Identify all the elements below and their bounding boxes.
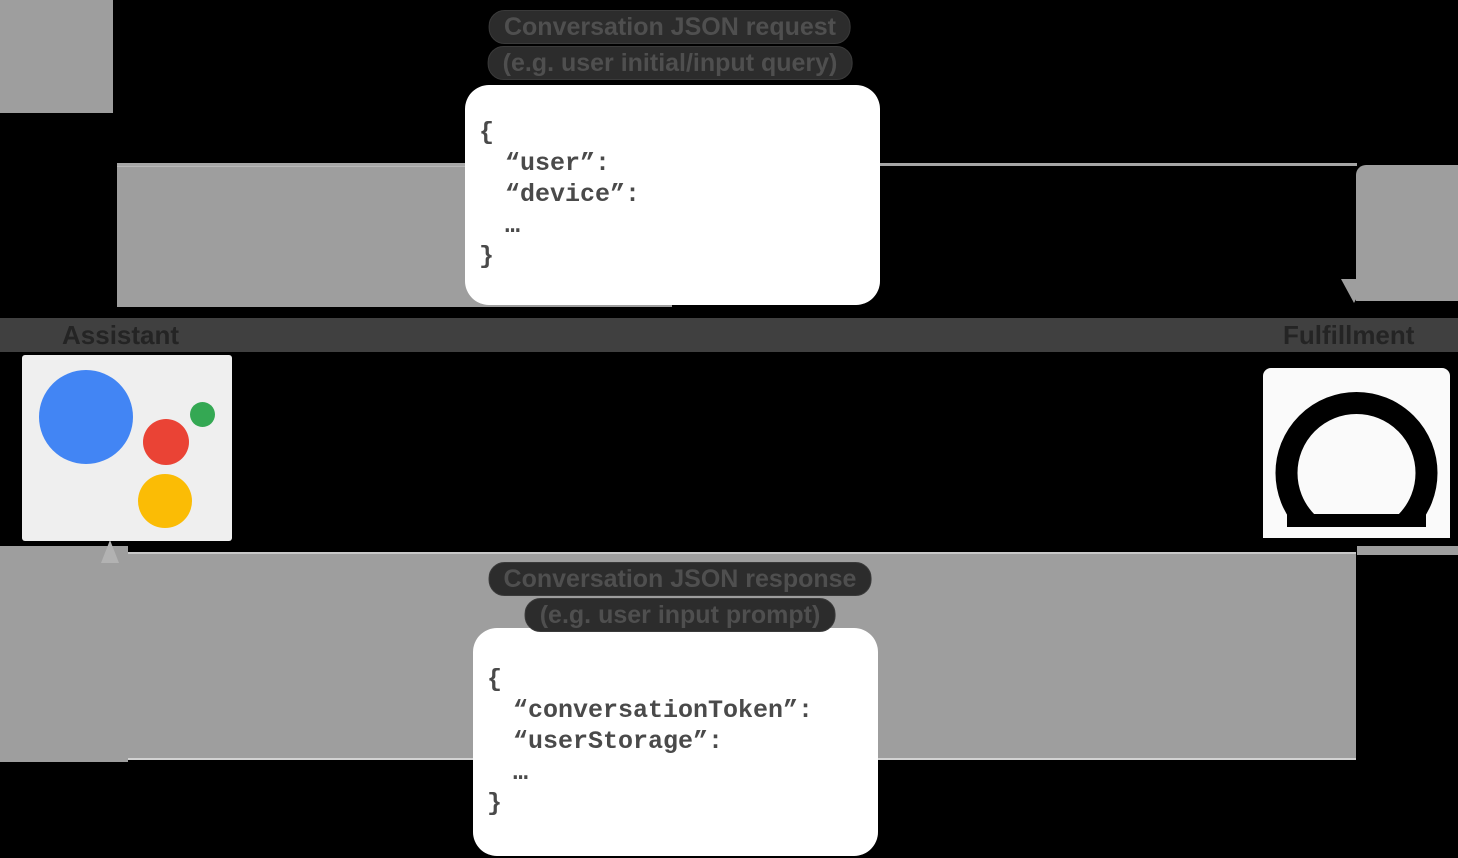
request-arrow-band-right (1356, 165, 1458, 301)
response-caption-line2: (e.g. user input prompt) (524, 598, 836, 632)
request-json-box: { “user”: “device”: … } (465, 85, 880, 305)
response-caption-line1: Conversation JSON response (488, 562, 872, 596)
code-line: { (487, 665, 503, 694)
code-line: “conversationToken”: (513, 696, 814, 725)
response-caption: Conversation JSON response (e.g. user in… (488, 560, 872, 634)
code-line: { (479, 118, 495, 147)
fulfillment-label: Fulfillment (1283, 320, 1415, 350)
code-line: } (479, 242, 495, 271)
assistant-blue-dot (39, 370, 133, 464)
fulfillment-icon-box (1263, 368, 1450, 557)
assistant-yellow-dot (138, 474, 192, 528)
code-line: } (487, 789, 503, 818)
response-arrowhead-up-icon (101, 540, 119, 563)
assistant-green-dot (190, 402, 215, 427)
code-line: “device”: (505, 180, 641, 209)
response-arrow-band-left (0, 546, 128, 762)
request-arrowhead-down-icon (1341, 279, 1367, 303)
request-caption: Conversation JSON request (e.g. user ini… (487, 8, 853, 82)
actor-label-band: Assistant Fulfillment (0, 318, 1458, 352)
code-line: … (505, 211, 521, 240)
code-line: “userStorage”: (513, 727, 724, 756)
response-json-box: { “conversationToken”: “userStorage”: … … (473, 628, 878, 856)
request-caption-line1: Conversation JSON request (488, 10, 852, 44)
code-line: “user”: (505, 149, 611, 178)
assistant-icon-box (22, 355, 232, 541)
request-arrow-band-left (0, 0, 113, 113)
code-line: … (513, 758, 529, 787)
assistant-red-dot (143, 419, 189, 465)
response-arrow-band-right (1357, 546, 1458, 555)
assistant-label: Assistant (62, 320, 180, 350)
cloud-icon (1263, 392, 1450, 557)
request-caption-line2: (e.g. user initial/input query) (487, 46, 853, 80)
